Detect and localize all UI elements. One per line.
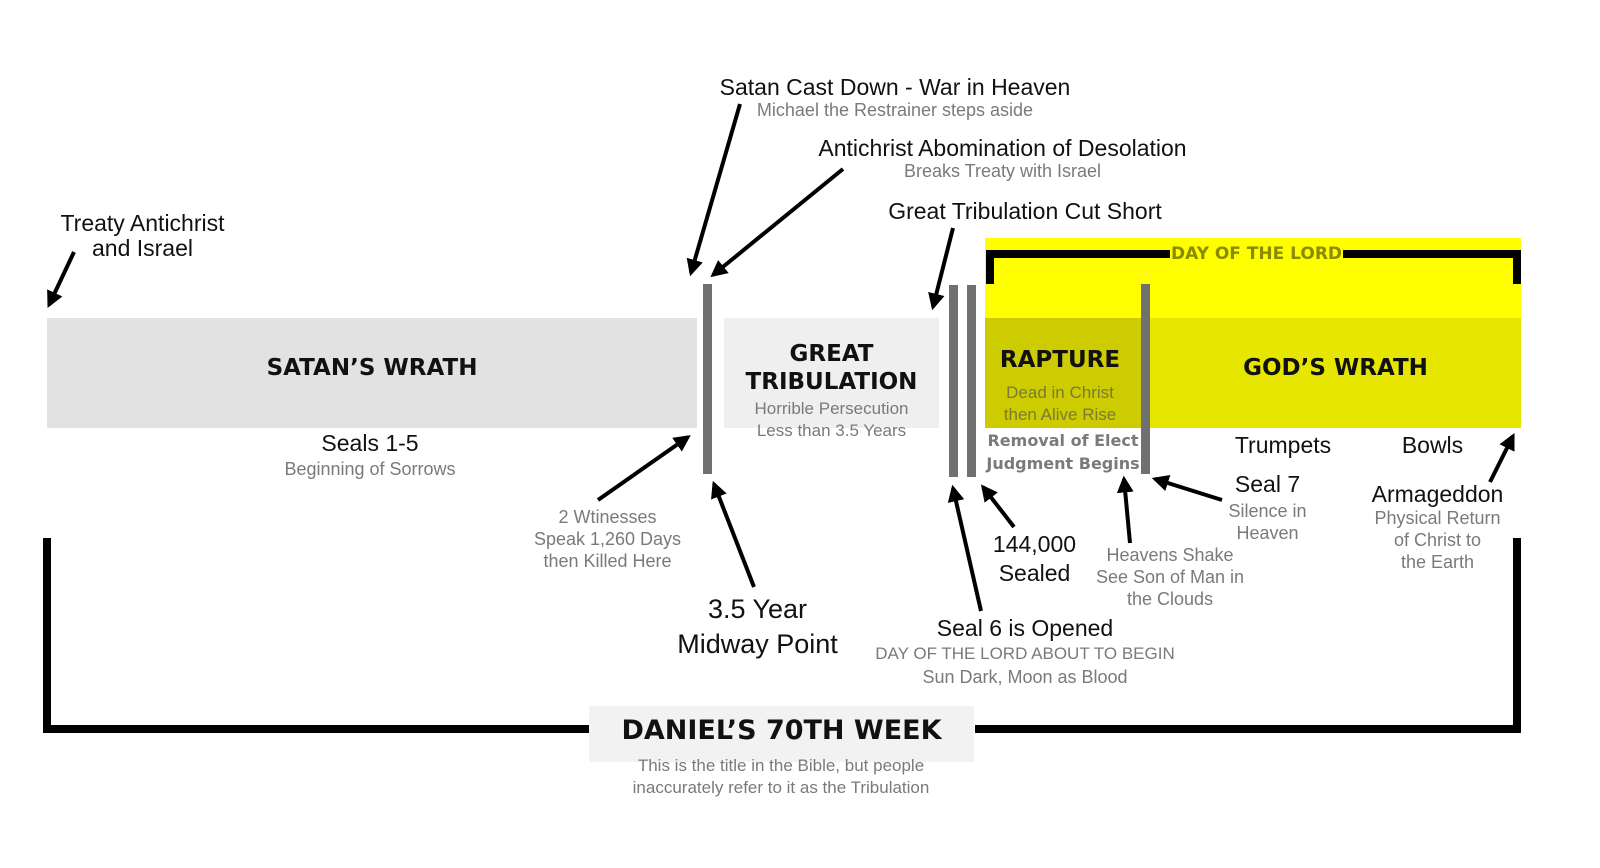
cut-short-bar-2 bbox=[967, 285, 976, 477]
witnesses-arrow bbox=[596, 435, 691, 502]
sealed-arrow bbox=[980, 484, 1016, 529]
dead-in-christ-label: Dead in Christ then Alive Rise bbox=[1003, 383, 1117, 424]
satan-cast-arrow bbox=[686, 103, 742, 277]
seal6-arrow bbox=[947, 484, 983, 612]
abomination-arrow bbox=[710, 167, 845, 278]
trumpets-label: Trumpets bbox=[1234, 432, 1332, 458]
cut-short-label: Great Tribulation Cut Short bbox=[888, 198, 1162, 224]
daniels-week-title-box bbox=[589, 706, 974, 762]
daniels-week-title: DANIEL’S 70TH WEEK bbox=[621, 715, 942, 746]
two-witnesses-label: 2 Wtinesses Speak 1,260 Days then Killed… bbox=[533, 507, 682, 571]
great-tribulation-label: GREAT TRIBULATION bbox=[745, 341, 918, 395]
sun-dark-label: Sun Dark, Moon as Blood bbox=[922, 667, 1128, 687]
removal-of-elect-label: Removal of Elect Judgment Begins bbox=[986, 431, 1140, 473]
midway-arrow bbox=[711, 480, 756, 588]
treaty-arrow bbox=[47, 251, 76, 309]
seal-6-label: Seal 6 is Opened bbox=[936, 615, 1114, 641]
day-of-the-lord-label: DAY OF THE LORD bbox=[1170, 244, 1343, 264]
armageddon-label: Armageddon bbox=[1371, 481, 1504, 507]
horrible-persecution-label: Horrible Persecution Less than 3.5 Years bbox=[754, 399, 909, 440]
seal7-arrow bbox=[1151, 475, 1223, 502]
heavens-shake-label: Heavens Shake See Son of Man in the Clou… bbox=[1095, 545, 1245, 609]
beginning-of-sorrows-label: Beginning of Sorrows bbox=[284, 459, 456, 479]
title-note: This is the title in the Bible, but peop… bbox=[632, 756, 930, 797]
silence-in-heaven-label: Silence in Heaven bbox=[1228, 501, 1307, 543]
michael-label: Michael the Restrainer steps aside bbox=[756, 100, 1034, 120]
abomination-label: Antichrist Abomination of Desolation bbox=[818, 135, 1187, 161]
treaty-label: Treaty Antichrist and Israel bbox=[60, 210, 225, 261]
armageddon-arrow bbox=[1488, 432, 1515, 483]
cut-short-bar-1 bbox=[949, 285, 958, 477]
sealed-144000-label: 144,000 Sealed bbox=[992, 531, 1077, 586]
breaks-treaty-label: Breaks Treaty with Israel bbox=[903, 161, 1102, 181]
rapture-band bbox=[985, 318, 1143, 428]
seals-1-5-label: Seals 1-5 bbox=[321, 430, 419, 456]
midway-point-label: 3.5 Year Midway Point bbox=[677, 594, 838, 659]
satans-wrath-band bbox=[47, 318, 697, 428]
bowls-label: Bowls bbox=[1401, 432, 1464, 458]
satans-wrath-label: SATAN’S WRATH bbox=[266, 355, 478, 381]
rapture-divider-bar bbox=[1141, 284, 1150, 474]
daniels-week-bracket bbox=[43, 538, 1521, 733]
midway-bar bbox=[703, 284, 712, 474]
gods-wrath-label: GOD’S WRATH bbox=[1243, 355, 1428, 381]
rapture-label: RAPTURE bbox=[999, 347, 1121, 373]
satan-cast-down-label: Satan Cast Down - War in Heaven bbox=[719, 74, 1071, 100]
great-tribulation-band bbox=[724, 318, 939, 428]
heavens-shake-arrow bbox=[1116, 475, 1134, 544]
day-of-the-lord-bracket bbox=[986, 250, 1521, 284]
physical-return-label: Physical Return of Christ to the Earth bbox=[1374, 508, 1501, 572]
about-to-begin-label: DAY OF THE LORD ABOUT TO BEGIN bbox=[875, 644, 1175, 663]
seal-7-label: Seal 7 bbox=[1234, 471, 1301, 497]
cut-short-arrow bbox=[928, 227, 955, 311]
